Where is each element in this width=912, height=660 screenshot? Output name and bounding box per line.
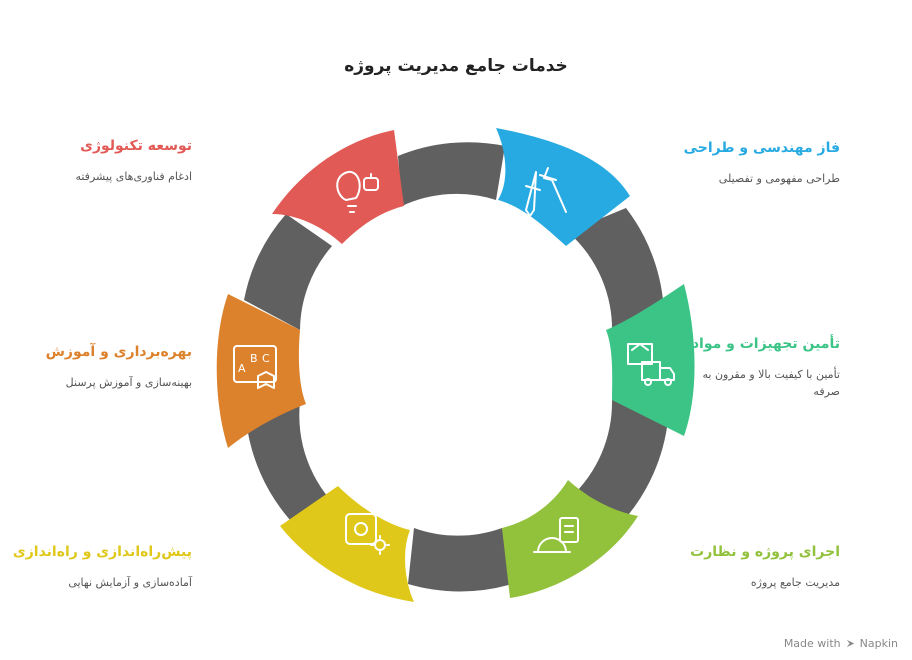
- abc-book-icon: [233, 345, 277, 389]
- item-commissioning: پیش‌راه‌اندازی و راه‌اندازی آماده‌سازی و…: [12, 544, 192, 591]
- segment-operation: [216, 294, 306, 448]
- footer: Made with Napkin: [784, 637, 898, 650]
- item-supply: تأمین تجهیزات و مواد تأمین با کیفیت بالا…: [690, 336, 840, 400]
- power-gear-icon: [345, 513, 390, 555]
- item-description: مدیریت جامع پروژه: [750, 576, 840, 589]
- page-title: خدمات جامع مدیریت پروژه: [344, 56, 568, 76]
- hardhat-clipboard-icon: [533, 517, 579, 553]
- item-description: ادغام فناوری‌های پیشرفته: [75, 170, 192, 183]
- abc-letter-a: A: [238, 362, 246, 375]
- item-execution: اجرای پروژه و نظارت مدیریت جامع پروژه: [690, 544, 840, 591]
- segment-execution: [502, 480, 638, 598]
- item-heading: پیش‌راه‌اندازی و راه‌اندازی: [12, 544, 192, 560]
- drafting-tools-icon: [525, 167, 567, 217]
- delivery-truck-icon: [627, 343, 675, 386]
- connector-arc-4: [408, 528, 512, 592]
- item-technology: توسعه تکنولوژی ادغام فناوری‌های پیشرفته: [42, 138, 192, 185]
- footer-brand: Napkin: [859, 637, 898, 650]
- segment-supply: [606, 284, 695, 436]
- item-description: بهینه‌سازی و آموزش پرسنل: [65, 376, 192, 389]
- abc-letter-c: C: [262, 352, 270, 365]
- abc-letter-b: B: [250, 352, 258, 365]
- item-operation: بهره‌برداری و آموزش بهینه‌سازی و آموزش پ…: [42, 344, 192, 391]
- napkin-logo-icon: [846, 639, 854, 648]
- item-description: تأمین با کیفیت بالا و مقرون به صرفه: [702, 368, 840, 398]
- item-heading: تأمین تجهیزات و مواد: [691, 336, 840, 352]
- connector-arc-2: [568, 208, 664, 334]
- item-description: طراحی مفهومی و تفصیلی: [718, 172, 840, 185]
- connector-arc-6: [244, 214, 332, 330]
- item-heading: بهره‌برداری و آموزش: [45, 344, 192, 360]
- footer-made-with: Made with: [783, 637, 841, 650]
- item-engineering: فاز مهندسی و طراحی طراحی مفهومی و تفصیلی: [683, 140, 840, 187]
- segment-engineering: [496, 128, 630, 246]
- connector-ring: [244, 142, 668, 592]
- lightbulb-robot-icon: [336, 170, 379, 213]
- connector-arc-1: [398, 142, 505, 206]
- connector-arc-5: [246, 402, 340, 520]
- item-heading: اجرای پروژه و نظارت: [690, 544, 840, 560]
- item-heading: توسعه تکنولوژی: [80, 138, 192, 154]
- item-heading: فاز مهندسی و طراحی: [683, 140, 840, 156]
- item-description: آماده‌سازی و آزمایش نهایی: [68, 576, 192, 589]
- connector-arc-3: [570, 400, 668, 520]
